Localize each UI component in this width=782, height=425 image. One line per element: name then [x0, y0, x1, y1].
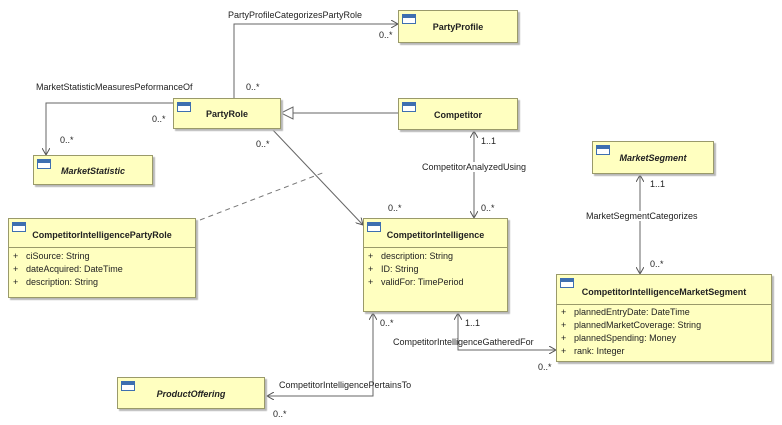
attribute: +plannedSpending: Money: [561, 333, 677, 343]
class-icon: [177, 102, 191, 112]
class-name: Competitor: [434, 110, 482, 120]
class-name: CompetitorIntelligencePartyRole: [32, 230, 172, 240]
class-productoffering[interactable]: ProductOffering: [117, 377, 265, 409]
class-ci-marketsegment[interactable]: CompetitorIntelligenceMarketSegment +pla…: [556, 274, 772, 362]
class-partyrole[interactable]: PartyRole: [173, 98, 281, 129]
class-name: PartyRole: [205, 109, 249, 119]
class-name: CompetitorIntelligence: [386, 230, 485, 240]
multiplicity-label: 0..*: [380, 318, 394, 328]
assoc-ci-productoffering-reverse: [267, 313, 373, 397]
multiplicity-label: 0..*: [246, 82, 260, 92]
class-name: ProductOffering: [156, 389, 226, 399]
attribute: +ciSource: String: [13, 251, 90, 261]
multiplicity-label: 1..1: [650, 179, 666, 189]
multiplicity-label: 0..*: [152, 114, 166, 124]
attribute: +dateAcquired: DateTime: [13, 264, 123, 274]
assoc-label-marketstatistic-measures: MarketStatisticMeasuresPeformanceOf: [36, 82, 193, 92]
class-icon: [367, 222, 381, 232]
multiplicity-label: 0..*: [379, 30, 393, 40]
attribute: +description: String: [13, 277, 99, 287]
class-icon: [37, 159, 51, 169]
class-partyprofile[interactable]: PartyProfile: [398, 10, 518, 43]
assoc-ci-cims-reverse: [458, 313, 556, 351]
class-competitorintelligence[interactable]: CompetitorIntelligence +description: Str…: [363, 218, 508, 312]
generalization-arrowhead: [279, 106, 294, 120]
attribute: +description: String: [368, 251, 454, 261]
compartment-divider: [364, 247, 507, 248]
class-icon: [12, 222, 26, 232]
attribute-list: +ciSource: String +dateAcquired: DateTim…: [13, 250, 191, 289]
multiplicity-label: 0..*: [273, 409, 287, 419]
assoc-label-competitor-analyzed: CompetitorAnalyzedUsing: [422, 162, 527, 172]
class-ci-partyrole[interactable]: CompetitorIntelligencePartyRole +ciSourc…: [8, 218, 196, 298]
attribute-list: +description: String +ID: String +validF…: [368, 250, 503, 289]
class-icon: [560, 278, 574, 288]
class-marketstatistic[interactable]: MarketStatistic: [33, 155, 153, 185]
class-icon: [402, 102, 416, 112]
assoc-label-ci-pertains-to: CompetitorIntelligencePertainsTo: [279, 380, 412, 390]
class-name: PartyProfile: [432, 22, 484, 32]
class-competitor[interactable]: Competitor: [398, 98, 518, 130]
multiplicity-label: 0..*: [388, 203, 402, 213]
multiplicity-label: 1..1: [481, 136, 497, 146]
multiplicity-label: 0..*: [650, 259, 664, 269]
attribute: +plannedEntryDate: DateTime: [561, 307, 690, 317]
assoc-marketstatistic-partyrole[interactable]: [46, 102, 173, 155]
compartment-divider: [9, 247, 195, 248]
assoc-label-ci-gathered-for: CompetitorIntelligenceGatheredFor: [393, 337, 534, 347]
attribute: +validFor: TimePeriod: [368, 277, 464, 287]
assoc-partyprofile-partyrole[interactable]: [233, 24, 398, 98]
assoc-partyrole-ci[interactable]: [270, 127, 363, 225]
multiplicity-label: 0..*: [538, 362, 552, 372]
multiplicity-label: 0..*: [60, 135, 74, 145]
assoc-label-partyprofile-categorizes: PartyProfileCategorizesPartyRole: [228, 10, 363, 20]
assoc-label-marketsegment-categorizes: MarketSegmentCategorizes: [586, 211, 698, 221]
class-name: MarketSegment: [619, 153, 687, 163]
multiplicity-label: 1..1: [465, 318, 481, 328]
compartment-divider: [557, 304, 771, 305]
multiplicity-label: 0..*: [481, 203, 495, 213]
multiplicity-label: 0..*: [256, 139, 270, 149]
class-icon: [596, 145, 610, 155]
attribute: +ID: String: [368, 264, 419, 274]
class-marketsegment[interactable]: MarketSegment: [592, 141, 714, 174]
class-icon: [121, 381, 135, 391]
class-name: MarketStatistic: [60, 166, 126, 176]
attribute-list: +plannedEntryDate: DateTime +plannedMark…: [561, 306, 767, 358]
attribute: +rank: Integer: [561, 346, 625, 356]
attribute: +plannedMarketCoverage: String: [561, 320, 702, 330]
class-icon: [402, 14, 416, 24]
class-name: CompetitorIntelligenceMarketSegment: [581, 287, 747, 297]
association-class-link: [199, 171, 326, 221]
